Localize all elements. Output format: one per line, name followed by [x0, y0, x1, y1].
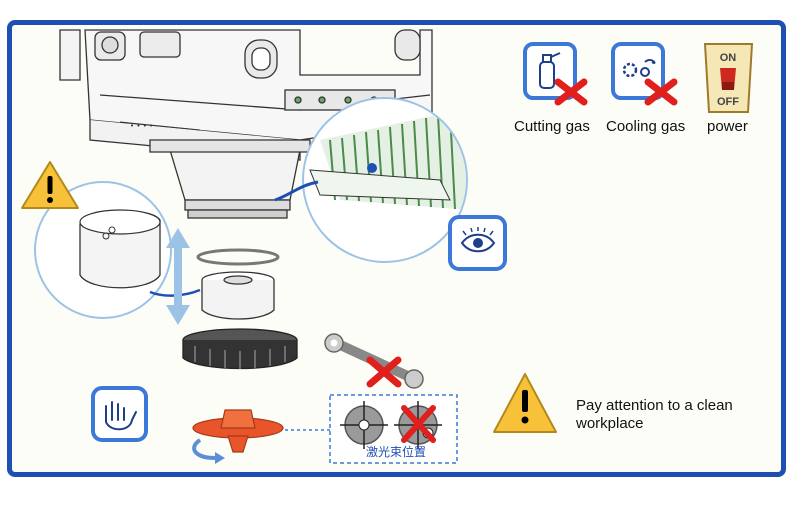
- switch-on-label: ON: [720, 52, 737, 64]
- warning-icon-clean-workplace: [493, 373, 557, 433]
- lock-ring: [182, 328, 298, 370]
- detail-magnifier-right: [274, 97, 468, 263]
- up-down-arrow: [166, 228, 190, 325]
- warning-icon: [21, 161, 79, 209]
- cutting-gas-cross: [554, 78, 588, 106]
- o-ring: [196, 248, 280, 266]
- detail-magnifier-left: [34, 181, 201, 319]
- cutting-gas-label: Cutting gas: [514, 118, 590, 135]
- cooling-gas-cross: [644, 78, 678, 106]
- hand-icon: [91, 386, 148, 442]
- laser-beam-position-box: [285, 394, 458, 464]
- power-switch-icon: ON OFF: [703, 43, 754, 113]
- attention-note: Pay attention to a clean workplace: [576, 397, 733, 432]
- nozzle-part: [201, 271, 275, 320]
- eye-icon: [448, 215, 507, 271]
- wrench-cross: [366, 356, 402, 388]
- switch-off-label: OFF: [717, 96, 739, 108]
- laser-head: • • • •: [59, 29, 433, 219]
- svg-text:• • • •: • • • •: [130, 122, 153, 130]
- nozzle-rotation: [192, 409, 284, 464]
- laser-position-label: 激光束位置: [366, 445, 427, 459]
- cooling-gas-label: Cooling gas: [606, 118, 686, 135]
- power-label: power: [707, 118, 748, 135]
